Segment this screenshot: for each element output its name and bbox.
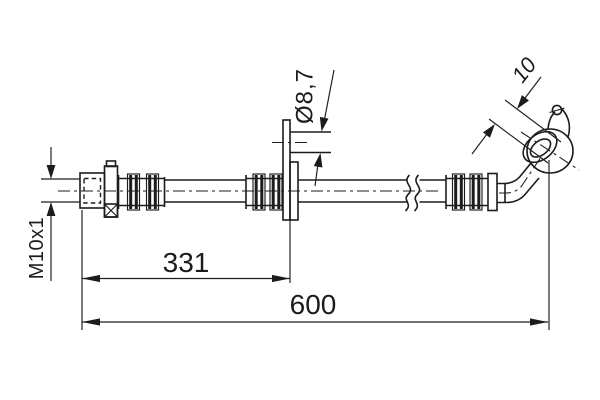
dimension-331: 331 <box>81 210 291 330</box>
dimension-hole-diameter: Ø8,7 <box>292 68 335 187</box>
ferrule-right <box>445 172 498 212</box>
ferrule-rib <box>469 173 483 211</box>
elbow-tube <box>497 156 542 204</box>
arrowhead <box>82 274 100 283</box>
left-threaded-fitting <box>41 160 119 218</box>
thread-hidden-lines <box>83 177 102 204</box>
banjo-eye-centerline <box>520 131 580 171</box>
arrowhead <box>82 318 100 326</box>
hole-diameter-label: Ø8,7 <box>292 68 319 124</box>
ferrule-rib <box>126 173 141 211</box>
banjo-body <box>526 128 574 174</box>
thread-size-label: M10x1 <box>26 217 48 280</box>
extension-line <box>504 99 562 143</box>
arrowhead <box>46 165 56 179</box>
arrowhead <box>517 95 529 109</box>
bleeder-nipple <box>547 104 571 138</box>
arrowhead <box>46 202 56 216</box>
ferrule-end-cap <box>487 172 498 212</box>
hose-section-right <box>298 174 446 212</box>
ferrule-rib <box>451 173 466 211</box>
arrowhead <box>319 116 329 132</box>
crimp-cross-symbol <box>103 203 119 218</box>
ferrule-middle <box>245 173 283 211</box>
ferrule-rib <box>145 173 160 211</box>
arrowhead <box>482 124 495 138</box>
extension-line <box>488 118 549 164</box>
ferrule-left <box>117 173 166 211</box>
flange-top-cap <box>105 160 117 168</box>
elbow-centerline <box>499 156 542 194</box>
arrowhead <box>272 274 290 283</box>
total-length-label: 600 <box>290 289 337 320</box>
hose-section-left <box>164 179 246 203</box>
dimension-thread: M10x1 <box>26 147 56 281</box>
banjo-fitting <box>520 104 580 174</box>
arrowhead <box>313 153 323 168</box>
bracket-collar <box>289 161 299 221</box>
dimension-600: 600 <box>82 160 550 330</box>
banjo-eye-outer <box>522 130 558 164</box>
arrowhead <box>530 318 548 326</box>
ferrule-rib <box>269 173 283 211</box>
bracket-plate <box>282 119 291 221</box>
dimension-banjo-thickness: 10 <box>471 52 562 164</box>
ferrule-rib <box>252 173 266 211</box>
mounting-bracket <box>272 119 331 221</box>
hose-break-symbol <box>404 174 421 212</box>
intermediate-length-label: 331 <box>163 247 210 278</box>
